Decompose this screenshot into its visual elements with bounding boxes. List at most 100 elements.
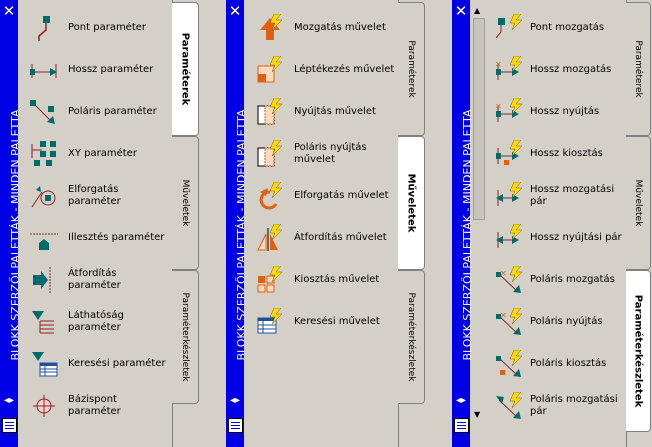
tool-item[interactable]: Illesztés paraméter (18, 218, 172, 258)
scroll-thumb[interactable] (473, 18, 485, 220)
tool-label: Hossz paraméter (68, 64, 154, 75)
tool-item[interactable]: ✕ Hossz mozgatás (486, 50, 626, 90)
lookup-parameter-icon (32, 352, 58, 377)
scroll-up-icon[interactable]: ▲ (474, 6, 481, 15)
tool-item[interactable]: Elforgatás paraméter (18, 176, 172, 216)
tab-parametersets[interactable]: Paraméterkészletek (398, 270, 425, 404)
tool-item[interactable]: Mozgatás művelet (244, 8, 398, 48)
tool-item[interactable]: Hossz paraméter (18, 50, 172, 90)
tab-actions[interactable]: Műveletek (626, 136, 651, 270)
tab-parameters[interactable]: Paraméterek (172, 2, 199, 136)
polar-move-pair-icon (496, 392, 523, 419)
tool-item[interactable]: Láthatóság paraméter (18, 302, 172, 342)
flip-parameter-icon (33, 267, 51, 293)
linear-parameter-icon (30, 64, 57, 78)
tool-label: Illesztés paraméter (68, 232, 165, 243)
linear-move-icon: ✕ (496, 56, 523, 80)
tool-label: Hossz mozgatás (530, 64, 612, 75)
tool-item[interactable]: Poláris nyújtás művelet (244, 134, 398, 174)
tool-label: Keresési művelet (294, 316, 380, 327)
tool-item[interactable]: ✕ Poláris nyújtás (486, 302, 626, 342)
scale-action-icon (257, 56, 283, 83)
tool-label: Poláris paraméter (68, 106, 157, 117)
svg-text:✕: ✕ (500, 269, 507, 278)
tool-label: Nyújtás művelet (294, 106, 376, 117)
tool-item[interactable]: Nyújtás művelet (244, 92, 398, 132)
polar-stretch-icon: ✕ (496, 308, 523, 335)
tool-item[interactable]: Poláris mozgatási pár (486, 386, 626, 426)
tool-label: Hossz mozgatási pár (530, 184, 615, 207)
svg-text:✕: ✕ (500, 311, 507, 320)
polar-array-icon (496, 350, 523, 377)
tool-item[interactable]: ✕ Hossz nyújtás (486, 92, 626, 132)
alignment-parameter-icon (30, 233, 58, 250)
properties-menu-icon[interactable] (228, 418, 243, 433)
tab-actions[interactable]: Műveletek (398, 136, 425, 270)
tool-label: Hossz nyújtási pár (530, 232, 622, 243)
tool-label: Poláris nyújtás (530, 316, 603, 327)
scroll-down-icon[interactable]: ▼ (474, 410, 481, 419)
tool-label: Poláris nyújtás művelet (294, 142, 367, 165)
tool-item[interactable]: Hossz mozgatási pár (486, 176, 626, 216)
linear-array-icon (496, 140, 523, 165)
polar-stretch-action-icon (257, 140, 283, 167)
tool-item[interactable]: Léptékezés művelet (244, 50, 398, 90)
tool-item[interactable]: Hossz kiosztás (486, 134, 626, 174)
autohide-icon[interactable]: ◂▸ (3, 395, 15, 406)
tool-item[interactable]: Pont mozgatás (486, 8, 626, 48)
tool-item[interactable]: Átfordítás paraméter (18, 260, 172, 300)
palette-titlebar[interactable]: ✕ BLOKK SZERZŐI PALETTÁK - MINDEN PALETT… (452, 0, 474, 447)
tool-label: Mozgatás művelet (294, 22, 386, 33)
tool-label: Hossz kiosztás (530, 148, 603, 159)
tab-actions[interactable]: Műveletek (172, 136, 199, 270)
palette-content: Mozgatás művelet Léptékezés művelet Nyúj… (244, 0, 399, 447)
point-move-icon (496, 14, 523, 39)
close-icon[interactable]: ✕ (454, 2, 468, 20)
linear-stretch-pair-icon (496, 224, 523, 248)
basepoint-parameter-icon (33, 395, 55, 417)
tool-item[interactable]: Elforgatás művelet (244, 176, 398, 216)
tool-label: Átfordítás művelet (294, 232, 387, 243)
palette-content: Pont paraméter Hossz paraméter Poláris p… (18, 0, 173, 447)
palette-titlebar[interactable]: ✕ BLOKK SZERZŐI PALETTÁK - MINDEN PALETT… (0, 0, 22, 447)
properties-menu-icon[interactable] (454, 418, 469, 433)
scrollbar[interactable]: ▲ ▼ (472, 4, 485, 424)
tool-label: Léptékezés művelet (294, 64, 395, 75)
tab-parameters[interactable]: Paraméterek (626, 2, 651, 136)
properties-menu-icon[interactable] (2, 418, 17, 433)
tool-item[interactable]: Poláris paraméter (18, 92, 172, 132)
tab-parameters[interactable]: Paraméterek (398, 2, 425, 136)
tool-label: Keresési paraméter (68, 358, 166, 369)
tab-parametersets[interactable]: Paraméterkészletek (172, 270, 199, 404)
tool-label: Bázispont paraméter (68, 394, 121, 417)
tab-parametersets[interactable]: Paraméterkészletek (626, 270, 651, 432)
palette-content: Pont mozgatás ✕ Hossz mozgatás ✕ Hossz n… (486, 0, 627, 447)
close-icon[interactable]: ✕ (2, 2, 16, 20)
tool-label: Kiosztás művelet (294, 274, 380, 285)
tool-item[interactable]: XY paraméter (18, 134, 172, 174)
autohide-icon[interactable]: ◂▸ (455, 395, 467, 406)
rotate-action-icon (259, 182, 283, 210)
polar-move-icon: ✕ (496, 266, 523, 293)
tool-item[interactable]: Kiosztás művelet (244, 260, 398, 300)
tool-item[interactable]: Bázispont paraméter (18, 386, 172, 426)
linear-move-pair-icon (496, 182, 523, 206)
tool-item[interactable]: Keresési művelet (244, 302, 398, 342)
tool-item[interactable]: Poláris kiosztás (486, 344, 626, 384)
tool-label: Poláris kiosztás (530, 358, 607, 369)
tool-item[interactable]: Hossz nyújtási pár (486, 218, 626, 258)
tool-label: XY paraméter (68, 148, 137, 159)
tool-label: Láthatóság paraméter (68, 310, 124, 333)
svg-text:✕: ✕ (496, 60, 502, 69)
tool-label: Poláris mozgatás (530, 274, 615, 285)
palette-parameters: ✕ BLOKK SZERZŐI PALETTÁK - MINDEN PALETT… (0, 0, 205, 447)
palette-titlebar[interactable]: ✕ BLOKK SZERZŐI PALETTÁK - MINDEN PALETT… (226, 0, 248, 447)
autohide-icon[interactable]: ◂▸ (229, 395, 241, 406)
tool-label: Poláris mozgatási pár (530, 394, 618, 417)
tool-item[interactable]: Átfordítás művelet (244, 218, 398, 258)
tool-item[interactable]: ✕ Poláris mozgatás (486, 260, 626, 300)
close-icon[interactable]: ✕ (228, 2, 242, 20)
flip-action-icon (257, 224, 283, 251)
tool-item[interactable]: Pont paraméter (18, 8, 172, 48)
tool-item[interactable]: Keresési paraméter (18, 344, 172, 384)
